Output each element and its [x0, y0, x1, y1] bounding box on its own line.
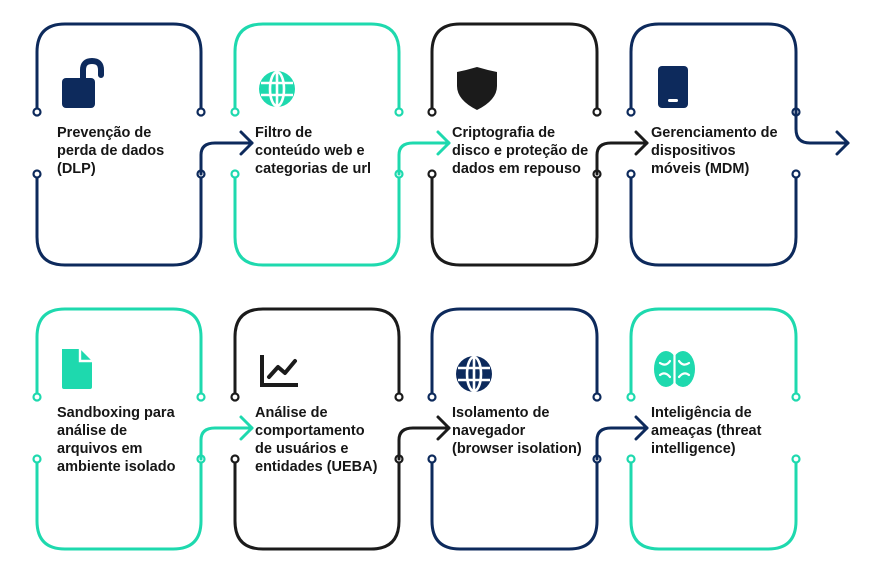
- card-label-line: dados em repouso: [452, 161, 581, 177]
- card-url-filter: [230, 22, 404, 267]
- card-label-ueba: Análise de comportamento de usuários e enti…: [255, 404, 377, 476]
- card-label-line: (browser isolation): [452, 441, 582, 457]
- card-frame: [430, 307, 599, 551]
- connector-dot: [791, 454, 801, 464]
- card-browser-isolation: [427, 307, 602, 551]
- arrow-head: [436, 415, 451, 441]
- card-label-line: Isolamento de: [452, 405, 550, 421]
- flow-connector: [199, 415, 254, 461]
- arrow-head: [634, 415, 649, 441]
- connector-dot: [230, 107, 240, 117]
- card-label-line: conteúdo web e: [255, 143, 365, 159]
- connector-dot: [32, 454, 42, 464]
- card-label-sandboxing: Sandboxing para análise de arquivos em ambi…: [57, 404, 175, 476]
- card-label-line: de usuários e: [255, 441, 349, 457]
- connector-dot: [592, 107, 602, 117]
- flow-connector: [397, 130, 451, 176]
- card-label-url-filter: Filtro de conteúdo web e categorias de url: [255, 124, 371, 178]
- card-label-disk-encryption: Criptografia de disco e proteção de dados …: [452, 124, 588, 178]
- arrow-head: [239, 130, 254, 156]
- connector-dot: [427, 169, 437, 179]
- card-frame: [233, 22, 401, 267]
- connector-dot: [32, 392, 42, 402]
- card-label-browser-isolation: Isolamento de navegador (browser isolation…: [452, 404, 582, 458]
- connector-dot: [626, 169, 636, 179]
- card-label-line: Análise de: [255, 405, 328, 421]
- card-label-line: Sandboxing para: [57, 405, 175, 421]
- flow-connector: [595, 415, 649, 461]
- card-label-line: análise de: [57, 423, 128, 439]
- connector-dot: [427, 392, 437, 402]
- connector-dot: [592, 392, 602, 402]
- card-label-line: comportamento: [255, 423, 365, 439]
- flow-connector: [199, 130, 254, 176]
- connector-dot: [626, 107, 636, 117]
- document-icon: [62, 349, 92, 389]
- flow-connector: [397, 415, 451, 461]
- card-frame: [233, 307, 401, 551]
- card-ueba: [230, 307, 404, 551]
- connector-dot: [427, 107, 437, 117]
- card-label-line: entidades (UEBA): [255, 459, 378, 475]
- card-label-line: (DLP): [57, 161, 96, 177]
- card-label-line: perda de dados: [57, 143, 165, 159]
- card-label-line: intelligence): [651, 441, 736, 457]
- connector-dot: [32, 169, 42, 179]
- arrow-head: [239, 415, 254, 441]
- card-label-line: móveis (MDM): [651, 161, 750, 177]
- connector-dot: [394, 107, 404, 117]
- connector-dot: [230, 392, 240, 402]
- card-threat-intel: [626, 307, 801, 551]
- card-label-line: ameaças (threat: [651, 423, 762, 439]
- card-label-line: categorias de url: [255, 161, 372, 177]
- arrow-head: [634, 130, 649, 156]
- connector-dot: [196, 107, 206, 117]
- card-label-line: Filtro de: [255, 125, 313, 141]
- card-sandboxing: [32, 307, 206, 551]
- flow-connector: [595, 130, 649, 176]
- arrow-head: [436, 130, 451, 156]
- card-label-line: Inteligência de: [651, 405, 752, 421]
- card-label-line: ambiente isolado: [57, 459, 176, 475]
- card-label-line: disco e proteção de: [452, 143, 589, 159]
- brain-icon: [654, 351, 695, 389]
- card-frame: [430, 22, 599, 267]
- card-frame: [629, 22, 798, 267]
- connector-dot: [394, 392, 404, 402]
- connector-dot: [791, 169, 801, 179]
- globe-icon: [456, 355, 492, 393]
- card-label-mdm: Gerenciamento de dispositivos móveis (MDM): [651, 124, 778, 178]
- connector-dot: [230, 454, 240, 464]
- connector-dot: [32, 107, 42, 117]
- card-frame: [35, 307, 203, 551]
- connector-dot: [427, 454, 437, 464]
- card-label-threat-intel: Inteligência de ameaças (threat intelligen…: [651, 404, 761, 458]
- globe-icon: [259, 70, 295, 108]
- arrow-head: [835, 130, 850, 156]
- card-disk-encryption: [427, 22, 602, 267]
- unlocked-padlock-icon: [62, 57, 104, 108]
- card-label-line: Criptografia de: [452, 125, 556, 141]
- connector-dot: [230, 169, 240, 179]
- connector-dot: [196, 392, 206, 402]
- card-label-line: Gerenciamento de: [651, 125, 778, 141]
- mobile-phone-icon: [658, 66, 688, 108]
- line-chart-icon: [260, 355, 298, 387]
- flow-connector: [794, 98, 850, 156]
- card-frame: [35, 22, 203, 267]
- card-dlp: [32, 22, 206, 267]
- connector-dot: [626, 454, 636, 464]
- card-label-line: navegador: [452, 423, 526, 439]
- card-label-line: arquivos em: [57, 441, 143, 457]
- card-label-line: Prevenção de: [57, 125, 152, 141]
- shield-icon: [457, 67, 497, 110]
- card-frame: [629, 307, 798, 551]
- connector-dot: [626, 392, 636, 402]
- card-label-dlp: Prevenção de perda de dados (DLP): [57, 124, 164, 178]
- connector-dot: [791, 392, 801, 402]
- card-label-line: dispositivos: [651, 143, 736, 159]
